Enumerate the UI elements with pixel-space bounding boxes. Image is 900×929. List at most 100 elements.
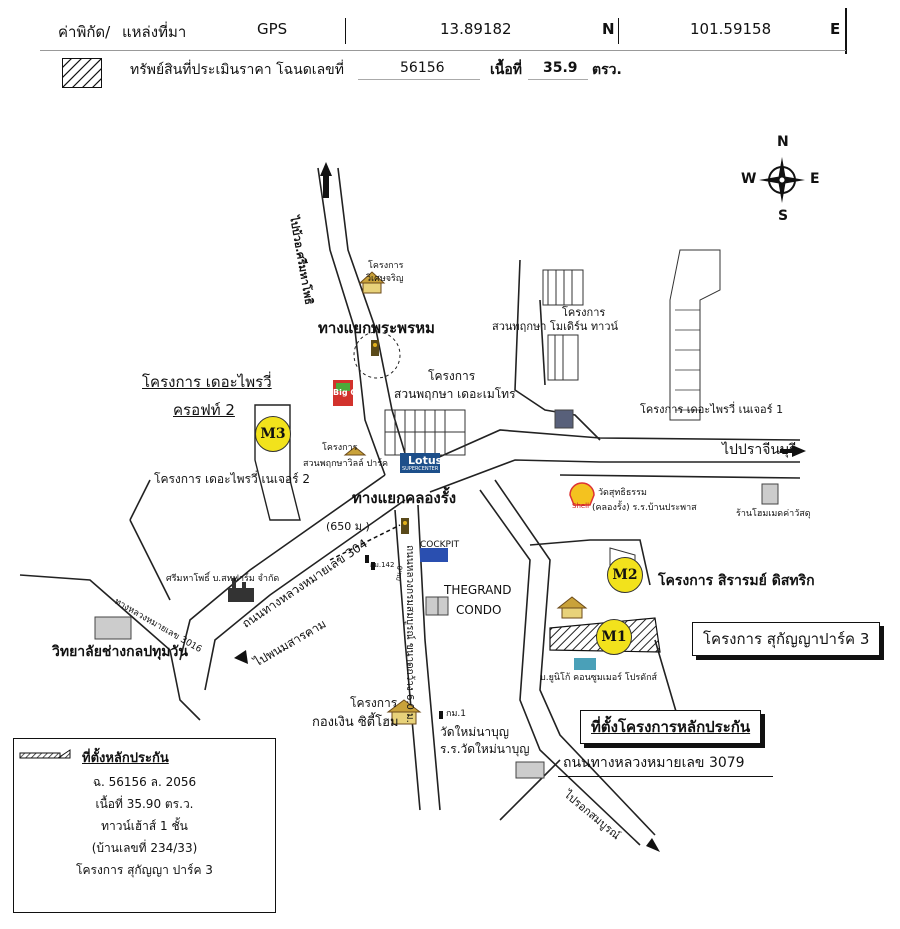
header-divider — [845, 8, 847, 54]
road-304-top — [179, 474, 386, 661]
plot-privy-nature-1 — [669, 249, 721, 421]
proj-sukanya-box: โครงการ สุกัญญาปาร์ค 3 — [692, 622, 881, 656]
proj-metro-label-1: โครงการ — [428, 369, 476, 383]
lotus-sub-label: SUPERCENTER — [402, 466, 439, 472]
km-142-label: กม.142 — [370, 561, 395, 569]
road-south-left — [394, 509, 421, 811]
road-north-left — [317, 167, 386, 476]
unico-factory-icon — [574, 658, 596, 670]
road-3079-bottom — [494, 479, 656, 836]
cockpit-label: COCKPIT — [420, 540, 460, 550]
header-divider — [618, 18, 619, 44]
road-north-right — [337, 167, 411, 471]
legend-line-4: (บ้านเลขที่ 234/33) — [91, 841, 198, 855]
shell-label: Shell — [572, 502, 590, 510]
proj-modern-label-2: สวนพฤกษา โมเดิร์น ทาวน์ — [492, 320, 619, 333]
road-sanamchai-label: ถนนหลวงกรมสมบูรณ์ ขนาดกว้าง 6.0 ม. — [404, 545, 415, 723]
legend-line-2: เนื้อที่ 35.90 ตร.ว. — [95, 797, 194, 811]
longitude-direction: E — [830, 20, 841, 38]
legend-hatch-icon — [19, 749, 71, 759]
legend-title: ที่ตั้งหลักประกัน — [82, 751, 169, 766]
junction-khlongrang-label: ทางแยกคลองรั้ง — [352, 489, 457, 507]
arrow-north — [320, 162, 332, 176]
cockpit-icon — [420, 548, 448, 562]
proj-suanphruk-park-label-1: โครงการ — [322, 443, 358, 453]
traffic-light-icon — [371, 340, 409, 534]
road-east-top — [409, 429, 801, 471]
km-marker-icon — [365, 555, 443, 719]
blocks-modern-town — [542, 269, 584, 381]
factory-icon — [228, 578, 254, 602]
road-3079-underline — [558, 776, 773, 777]
distance-650-label: (650 ม.) — [326, 520, 370, 533]
road-west-a — [129, 479, 151, 521]
area-label: เนื้อที่ — [490, 62, 522, 78]
wat-label-1: วัดสุทธิธรรม — [598, 488, 647, 498]
header-bottom-rule — [40, 50, 846, 51]
proj-privy-nature-1-label: โครงการ เดอะไพรวี่ เนเจอร์ 1 — [640, 403, 784, 416]
junction-phraphrom-label: ทางแยกพระพรหม — [318, 319, 435, 337]
marker-m3: M3 — [255, 416, 291, 452]
legend-line-5: โครงการ สุกัญญา ปาร์ค 3 — [76, 863, 213, 877]
latitude-value: 13.89182 — [440, 20, 512, 38]
proj-kongngoen-label-1: โครงการ — [350, 696, 398, 710]
bigc-label: Big C — [333, 388, 357, 397]
road-ne-2 — [539, 299, 546, 386]
arrow-prachinburi — [792, 445, 806, 457]
blocks-metro — [384, 409, 466, 456]
wat-mai-label-2: ร.ร.วัดใหม่นาบุญ — [440, 742, 530, 756]
proj-wiset-label-1: โครงการ — [368, 261, 404, 271]
proj-privy-craft-label-1: โครงการ เดอะไพรวี่ — [142, 373, 272, 391]
marker-m1: M1 — [596, 619, 632, 655]
deed-underline — [358, 79, 480, 80]
road-ne-1 — [514, 259, 601, 441]
proj-metro-label-2: สวนพฤกษา เดอะเมโทร — [394, 387, 516, 401]
header-bar: ค่าพิกัด/ แหล่งที่มา GPS 13.89182 N 101.… — [0, 0, 900, 90]
arrow-north-shaft — [323, 176, 329, 198]
lotus-label: Lotus — [408, 454, 443, 467]
grand-condo-label-1: THEGRAND — [444, 583, 512, 597]
proj-modern-label-1: โครงการ — [562, 306, 606, 319]
deed-number: 56156 — [400, 60, 445, 76]
legend-line-1: ฉ. 56156 ล. 2056 — [92, 775, 197, 789]
compass-n: N — [777, 134, 789, 150]
legend-box: ที่ตั้งหลักประกัน ฉ. 56156 ล. 2056 เนื้อ… — [13, 738, 276, 913]
area-underline — [528, 79, 588, 80]
wat-label-2: (คลองรั้ง) ร.ร.บ้านประพาส — [592, 503, 697, 513]
road-3016 — [19, 574, 201, 721]
building-icon — [94, 409, 779, 779]
road-left-branch — [129, 519, 171, 601]
coord-label: ค่าพิกัด/ — [58, 23, 111, 41]
road-east-frontage — [559, 474, 801, 479]
company-label: บ.ยูนิโก้ คอนซูมเมอร์ โปรดักส์ — [540, 673, 658, 683]
road-3079-top — [479, 489, 641, 846]
plot-m3 — [254, 404, 301, 521]
road-3079-branch — [499, 759, 561, 821]
factory-label: ศรีมหาโพธิ์ บ.สหฟาร์ม จำกัด — [166, 574, 280, 584]
header-divider — [345, 18, 346, 44]
wat-mai-label-1: วัดใหม่นาบุญ — [440, 725, 509, 739]
hardware-store-label: ร้านโฮมเมดค่าวัสดุ — [736, 509, 811, 519]
proj-privy-craft-label-2: ครอฟท์ 2 — [173, 401, 235, 419]
grand-condo-label-2: CONDO — [456, 603, 502, 617]
roundabout-phraphrom — [353, 331, 401, 379]
longitude-value: 101.59158 — [690, 20, 772, 38]
road-east-bottom — [429, 459, 800, 493]
hatched-asset-swatch — [62, 58, 102, 88]
source-label: แหล่งที่มา — [122, 23, 187, 41]
lotus-logo — [400, 453, 440, 473]
arrow-phanom — [234, 650, 248, 664]
distance-line-650 — [329, 524, 401, 561]
college-label: วิทยาลัยช่างกลปทุมวัน — [52, 644, 188, 660]
shell-logo — [569, 482, 595, 506]
area-value: 35.9 — [543, 60, 578, 76]
compass-s: S — [778, 208, 789, 224]
proj-sukanya-label: โครงการ สุกัญญาปาร์ค 3 — [703, 630, 870, 648]
asset-label: ทรัพย์สินที่ประเมินราคา โฉนดเลขที่ — [130, 62, 344, 78]
collateral-site-box: ที่ตั้งโครงการหลักประกัน — [580, 710, 762, 744]
area-unit: ตรว. — [592, 62, 622, 78]
road-304-bottom — [204, 499, 406, 691]
legend-line-3: ทาวน์เฮ้าส์ 1 ชั้น — [101, 819, 188, 833]
proj-suanphruk-park-label-2: สวนพฤกษาวิลล์ ปาร์ค — [303, 459, 389, 469]
